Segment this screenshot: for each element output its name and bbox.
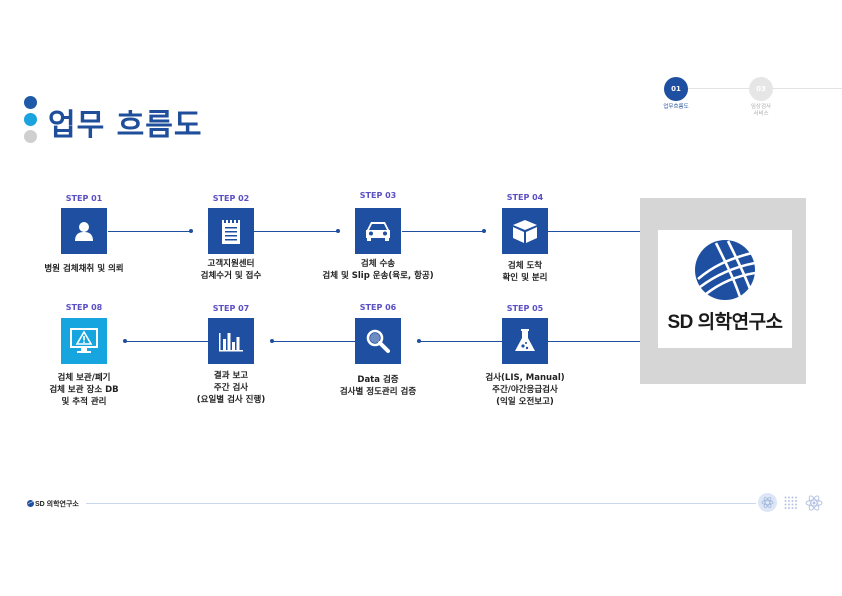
connector-7-8	[125, 341, 209, 342]
connector-dot-5-6	[417, 339, 421, 343]
step-04-line-1: 검체 도착	[507, 261, 543, 271]
step-08-line-1: 검체 보관/폐기	[57, 373, 111, 383]
step-04-box	[502, 208, 548, 254]
step-06-line-1: Data 검증	[357, 375, 399, 385]
title-dot-mid	[24, 113, 37, 126]
step-08-line-3: 및 추적 관리	[61, 397, 107, 407]
step-07-line-2: 주간 검사	[213, 383, 249, 393]
step-08-desc: 검체 보관/폐기 검체 보관 장소 DB 및 추적 관리	[14, 372, 154, 408]
step-03-line-2: 검체 및 Slip 운송(육로, 항공)	[322, 271, 434, 281]
flask-icon	[515, 329, 535, 351]
footer-atom-icon	[805, 495, 823, 511]
step-05-desc: 검사(LIS, Manual) 주간/야간응급검사 (익일 오전보고)	[455, 372, 595, 408]
step-02-line-2: 검체수거 및 접수	[200, 271, 262, 281]
connector-dot-1-2	[189, 229, 193, 233]
step-04-label: STEP 04	[506, 193, 544, 202]
step-01-box	[61, 208, 107, 254]
connector-3-4	[402, 231, 484, 232]
connector-4-logo	[548, 231, 640, 232]
step-07-desc: 결과 보고 주간 검사 (요일별 검사 진행)	[161, 370, 301, 406]
step-07-box	[208, 318, 254, 364]
magnifier-icon	[366, 329, 390, 353]
step-02-desc: 고객지원센터 검체수거 및 접수	[161, 258, 301, 282]
footer-globe-icon	[27, 500, 34, 507]
car-icon	[366, 222, 390, 241]
title-dot-light	[24, 130, 37, 143]
connector-dot-3-4	[482, 229, 486, 233]
step-04-line-2: 확인 및 분리	[502, 273, 548, 283]
step-07-label: STEP 07	[212, 304, 250, 313]
step-03-desc: 검체 수송 검체 및 Slip 운송(육로, 항공)	[308, 258, 448, 282]
connector-dot-7-8	[123, 339, 127, 343]
page-title: 업무 흐름도	[48, 108, 203, 143]
connector-1-2	[108, 231, 191, 232]
user-icon	[75, 222, 93, 241]
step-02-line-1: 고객지원센터	[207, 259, 255, 269]
nav-step-01[interactable]: 01	[664, 77, 688, 101]
step-02-label: STEP 02	[212, 194, 250, 203]
step-01-label: STEP 01	[65, 194, 103, 203]
connector-2-3	[254, 231, 338, 232]
logo-card: SD 의학연구소	[658, 230, 792, 348]
step-03-line-1: 검체 수송	[360, 259, 396, 269]
footer-line	[86, 503, 756, 504]
step-08-box	[61, 318, 107, 364]
connector-logo-5	[548, 341, 640, 342]
nav-step-03[interactable]: 03	[749, 77, 773, 101]
connector-6-7	[272, 341, 356, 342]
step-04-desc: 검체 도착 확인 및 분리	[455, 260, 595, 284]
nav-step-01-label: 업무흐름도	[663, 104, 689, 110]
monitor-warning-icon	[70, 328, 98, 353]
notepad-icon	[222, 218, 240, 244]
bar-chart-icon	[219, 333, 243, 352]
step-08-line-2: 검체 보관 장소 DB	[49, 385, 119, 395]
step-03-label: STEP 03	[359, 191, 397, 200]
step-06-label: STEP 06	[359, 303, 397, 312]
step-06-desc: Data 검증 검사별 정도관리 검증	[308, 374, 448, 398]
box-icon	[513, 220, 537, 243]
step-05-line-2: 주간/야간응급검사	[492, 385, 558, 395]
step-05-line-1: 검사(LIS, Manual)	[485, 373, 565, 383]
step-05-line-3: (익일 오전보고)	[496, 397, 554, 407]
globe-logo-icon	[695, 240, 756, 300]
nav-step-03-label: 임상검사 서비스	[750, 104, 772, 117]
step-05-box	[502, 318, 548, 364]
step-05-label: STEP 05	[506, 304, 544, 313]
connector-dot-6-7	[270, 339, 274, 343]
step-01-desc: 병원 검체채취 및 의뢰	[14, 263, 154, 275]
step-01-line-1: 병원 검체채취 및 의뢰	[44, 264, 124, 274]
step-02-box	[208, 208, 254, 254]
step-08-label: STEP 08	[65, 303, 103, 312]
footer-logo-text: SD 의학연구소	[35, 501, 79, 508]
connector-dot-2-3	[336, 229, 340, 233]
footer-atom-circle-icon	[758, 493, 777, 512]
footer-dot-grid-icon	[784, 496, 797, 509]
logo-text: SD 의학연구소	[667, 312, 783, 333]
connector-5-6	[419, 341, 502, 342]
step-07-line-1: 결과 보고	[213, 371, 249, 381]
step-06-line-2: 검사별 정도관리 검증	[339, 387, 417, 397]
step-06-box	[355, 318, 401, 364]
title-dot-dark	[24, 96, 37, 109]
step-07-line-3: (요일별 검사 진행)	[196, 395, 266, 405]
step-03-box	[355, 208, 401, 254]
